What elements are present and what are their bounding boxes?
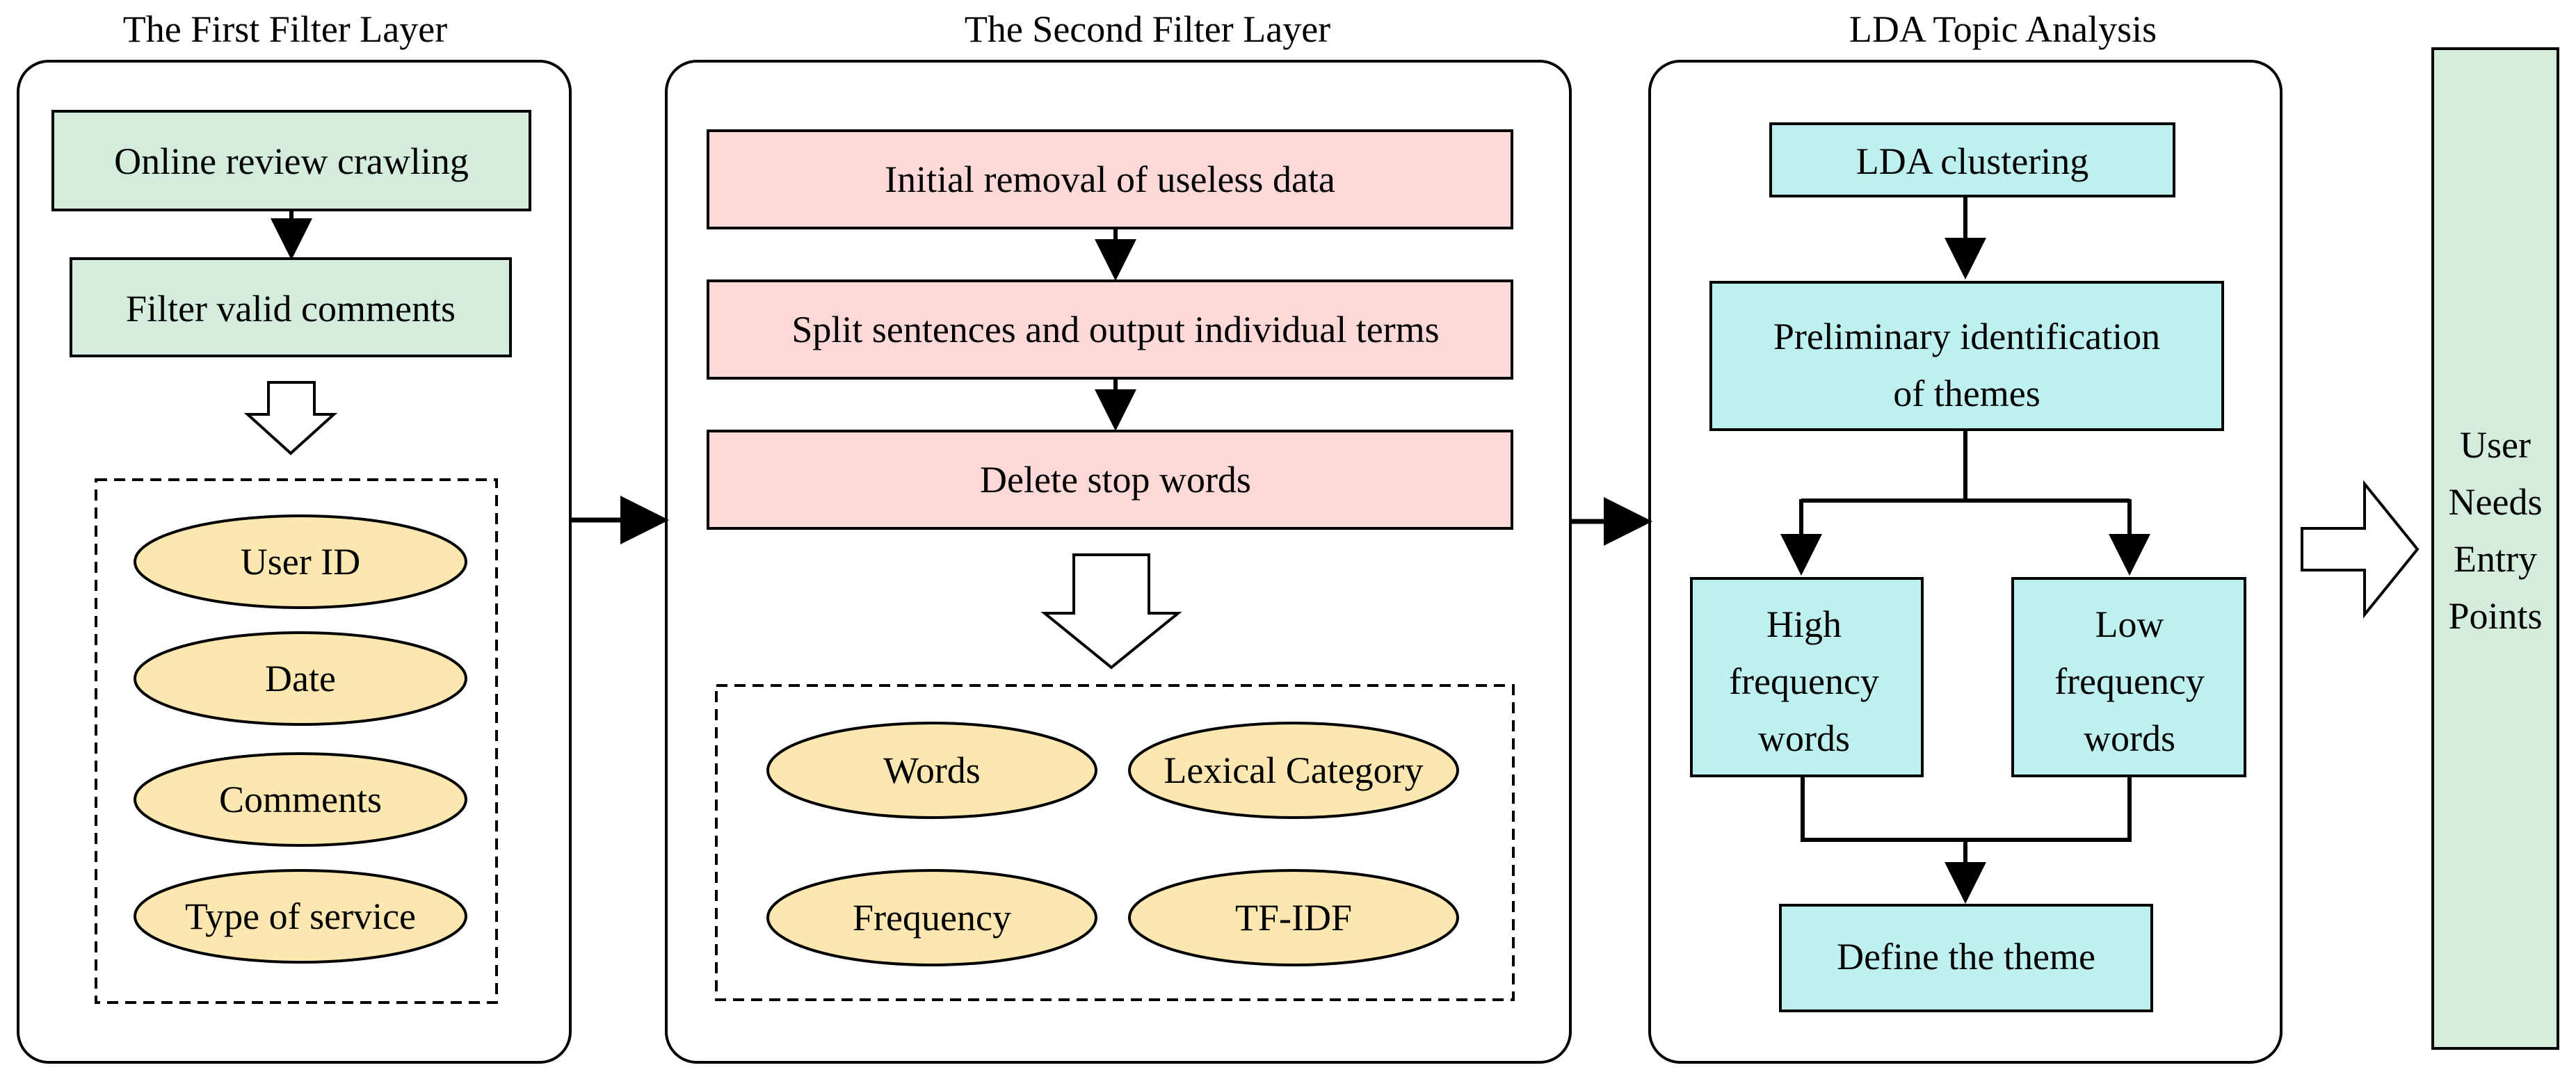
field-ellipse-comments xyxy=(134,752,467,847)
title-lda-topic-analysis: LDA Topic Analysis xyxy=(1849,8,2157,50)
filter-valid-comments-label: Filter valid comments xyxy=(126,288,456,330)
output-ellipse-frequency xyxy=(766,869,1097,966)
initial-removal-box xyxy=(707,129,1513,229)
lda-clustering-box xyxy=(1769,122,2175,197)
result-line3: Entry xyxy=(2454,538,2537,580)
field-ellipse-user-id xyxy=(134,514,467,609)
low-frequency-line2: frequency xyxy=(2054,660,2205,702)
high-frequency-words-box xyxy=(1690,577,1924,777)
output-ellipse-tf-idf xyxy=(1128,869,1459,966)
field-date: Date xyxy=(265,658,336,699)
preliminary-identification-box xyxy=(1709,281,2224,431)
define-the-theme-label: Define the theme xyxy=(1837,936,2095,977)
result-line2: Needs xyxy=(2449,481,2543,523)
hollow-down-arrow-icon xyxy=(1040,553,1182,670)
online-review-crawling-box xyxy=(51,110,531,211)
output-ellipse-lexical-category xyxy=(1128,722,1459,819)
result-line1: User xyxy=(2460,424,2531,466)
split-sentences-box xyxy=(707,279,1513,380)
low-frequency-words-box xyxy=(2011,577,2246,777)
field-ellipse-type-of-service xyxy=(134,869,467,964)
lda-clustering-label: LDA clustering xyxy=(1856,140,2088,182)
outputs-dashed-group xyxy=(715,684,1515,1001)
field-type-of-service: Type of service xyxy=(185,895,416,937)
fields-dashed-group xyxy=(95,478,498,1004)
low-frequency-line1: Low xyxy=(2095,603,2164,645)
preliminary-identification-line2: of themes xyxy=(1893,373,2040,414)
output-tf-idf: TF-IDF xyxy=(1235,897,1352,939)
low-frequency-line3: words xyxy=(2084,717,2175,759)
define-the-theme-box xyxy=(1779,904,2153,1012)
delete-stop-words-label: Delete stop words xyxy=(980,459,1251,501)
field-user-id: User ID xyxy=(241,541,360,583)
title-first-filter-layer: The First Filter Layer xyxy=(123,8,447,50)
hollow-down-arrow-icon xyxy=(243,381,338,455)
delete-stop-words-box xyxy=(707,430,1513,530)
initial-removal-label: Initial removal of useless data xyxy=(885,159,1335,200)
field-ellipse-date xyxy=(134,631,467,726)
output-words: Words xyxy=(883,749,981,791)
high-frequency-line2: frequency xyxy=(1729,660,1879,702)
split-sentences-label: Split sentences and output individual te… xyxy=(791,309,1439,350)
high-frequency-line1: High xyxy=(1766,603,1842,645)
result-line4: Points xyxy=(2448,595,2542,637)
user-needs-entry-points-box xyxy=(2431,47,2559,1050)
field-comments: Comments xyxy=(219,779,382,820)
title-second-filter-layer: The Second Filter Layer xyxy=(965,8,1330,50)
online-review-crawling-label: Online review crawling xyxy=(114,140,469,182)
hollow-right-arrow-icon xyxy=(2301,480,2420,619)
filter-valid-comments-box xyxy=(70,257,512,357)
output-ellipse-words xyxy=(766,722,1097,819)
preliminary-identification-line1: Preliminary identification xyxy=(1773,316,2160,357)
output-lexical-category: Lexical Category xyxy=(1164,749,1423,791)
high-frequency-line3: words xyxy=(1758,717,1850,759)
output-frequency: Frequency xyxy=(853,897,1011,939)
